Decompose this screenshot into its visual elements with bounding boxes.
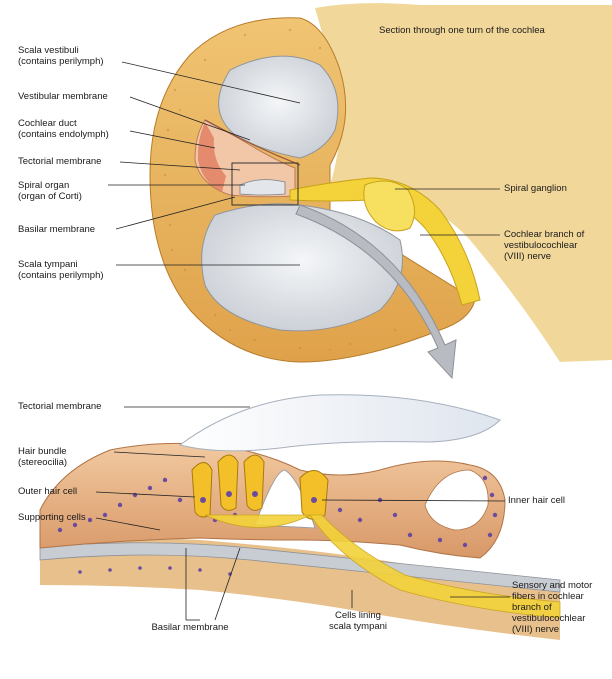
label-scala-vestibuli: Scala vestibuli (contains perilymph)	[18, 45, 104, 67]
label-basilar-membrane-bottom: Basilar membrane	[140, 622, 240, 633]
label-cochlear-branch: Cochlear branch of vestibulocochlear (VI…	[504, 229, 584, 262]
label-hair-bundle: Hair bundle (stereocilia)	[18, 446, 67, 468]
label-sensory-motor-fibers: Sensory and motor fibers in cochlear bra…	[512, 580, 592, 635]
inner-hair-cell	[300, 470, 328, 519]
label-vestibular-membrane: Vestibular membrane	[18, 91, 108, 102]
label-tectorial-membrane-top: Tectorial membrane	[18, 156, 101, 167]
label-tectorial-membrane-bottom: Tectorial membrane	[18, 401, 101, 412]
scala-tympani	[202, 204, 403, 331]
label-inner-hair-cell: Inner hair cell	[508, 495, 565, 506]
label-scala-tympani: Scala tympani (contains perilymph)	[18, 259, 104, 281]
figure-title: Section through one turn of the cochlea	[379, 25, 545, 36]
organ-of-corti-enlargement	[40, 395, 560, 640]
label-supporting-cells: Supporting cells	[18, 512, 86, 523]
label-cells-lining: Cells lining scala tympani	[318, 610, 398, 632]
label-cochlear-duct: Cochlear duct (contains endolymph)	[18, 118, 109, 140]
tectorial-membrane-bottom	[180, 395, 500, 451]
label-spiral-ganglion: Spiral ganglion	[504, 183, 567, 194]
label-spiral-organ: Spiral organ (organ of Corti)	[18, 180, 82, 202]
outer-hair-cells	[192, 455, 264, 517]
label-outer-hair-cell: Outer hair cell	[18, 486, 77, 497]
label-basilar-membrane-top: Basilar membrane	[18, 224, 95, 235]
